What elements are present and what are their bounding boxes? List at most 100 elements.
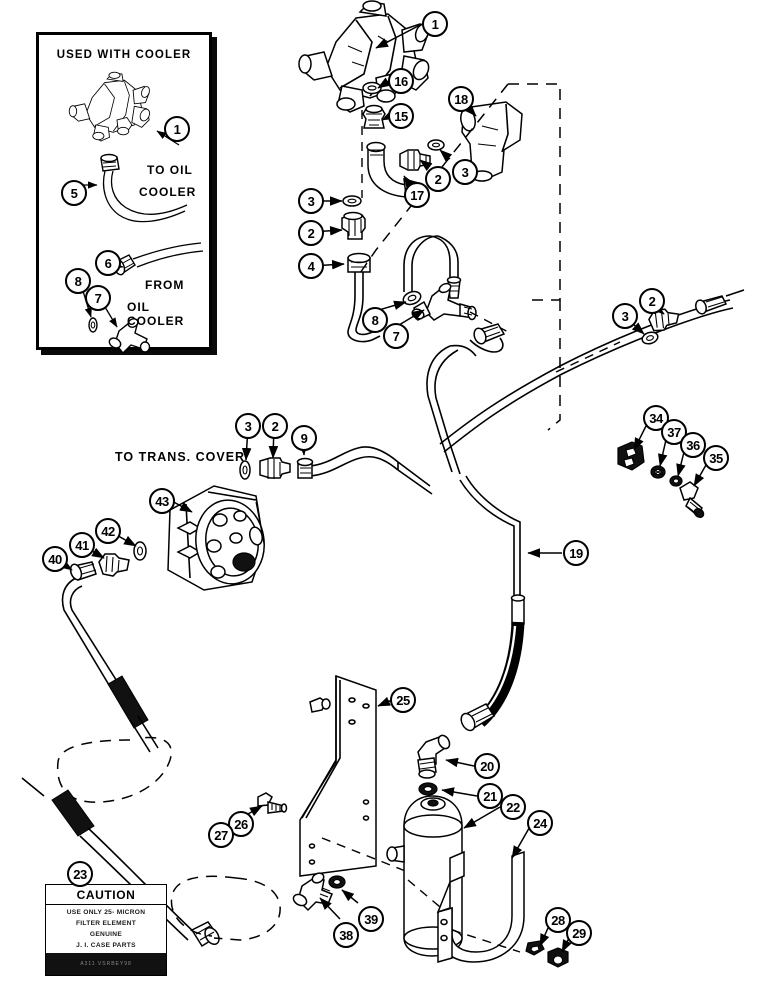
inset-from-label: FROM — [145, 278, 185, 292]
caution-part-number-bar: A311 VSRBEY98 — [46, 953, 166, 975]
align-dash-2 — [469, 311, 513, 335]
callout-8-inset-o-ring[interactable]: 8 — [65, 268, 91, 294]
callout-6-inset-hose-from-cooler[interactable]: 6 — [95, 250, 121, 276]
tube-upper-curve — [403, 235, 462, 299]
ref-dash-right — [508, 83, 561, 301]
connector-2-left — [341, 211, 366, 240]
o-ring-42 — [133, 541, 147, 561]
callout-18-manifold-tee[interactable]: 18 — [448, 86, 474, 112]
strap-ref-dash — [451, 929, 521, 953]
callout-1-inset-pump-valve[interactable]: 1 — [164, 116, 190, 142]
callout-20-elbow-fitting[interactable]: 20 — [474, 753, 500, 779]
callout-29-nut[interactable]: 29 — [566, 920, 592, 946]
callout-23-caution-decal[interactable]: 23 — [67, 861, 93, 887]
filter-ref-dash — [407, 879, 447, 913]
callout-1-hydraulic-pump-valve-body[interactable]: 1 — [422, 11, 448, 37]
lock-washer-37 — [650, 465, 666, 479]
callout-2-connector[interactable]: 2 — [639, 288, 665, 314]
o-ring-3-trans — [239, 460, 251, 480]
o-ring-3-right — [641, 331, 659, 345]
callout-27-lock-washer[interactable]: 27 — [208, 822, 234, 848]
tee-fitting-7 — [411, 282, 477, 322]
inset-oil-cooler-label: OIL COOLER — [127, 300, 185, 328]
mounting-bracket-25 — [299, 674, 409, 877]
callout-2-connector[interactable]: 2 — [298, 220, 324, 246]
long-tube-right — [439, 289, 745, 453]
inset-hose-6 — [112, 242, 204, 276]
connector-41 — [98, 553, 130, 577]
inset-cooler-label: COOLER — [139, 185, 197, 199]
callout-3-o-ring[interactable]: 3 — [612, 303, 638, 329]
caution-line-4: J. I. CASE PARTS — [76, 942, 136, 949]
lock-washer-28 — [525, 940, 545, 956]
to-trans-cover-label: TO TRANS. COVER — [115, 450, 246, 464]
o-ring-3-upper — [427, 139, 445, 151]
callout-3-o-ring[interactable]: 3 — [452, 159, 478, 185]
caution-line-3: GENUINE — [89, 931, 123, 938]
alt-route-dash-2 — [170, 875, 237, 937]
callout-9-tube-fitting[interactable]: 9 — [291, 425, 317, 451]
callout-2-connector[interactable]: 2 — [425, 166, 451, 192]
nut-29 — [547, 947, 569, 968]
align-dash-3 — [555, 341, 621, 373]
callout-25-mounting-bracket[interactable]: 25 — [390, 687, 416, 713]
inset-o-ring-8 — [88, 317, 98, 333]
o-ring-21 — [418, 782, 438, 796]
callout-38-elbow-fitting[interactable]: 38 — [333, 922, 359, 948]
callout-43-hydraulic-pump[interactable]: 43 — [149, 488, 175, 514]
alt-route-dash-3 — [213, 877, 281, 941]
o-ring-3-left — [342, 195, 362, 207]
tube-assembly-4 — [347, 252, 381, 343]
caution-heading: CAUTION — [46, 888, 166, 905]
inset-tee-7 — [108, 318, 151, 353]
callout-19-hose-assembly[interactable]: 19 — [563, 540, 589, 566]
hose-assembly-19 — [459, 475, 526, 732]
callout-16-o-ring[interactable]: 16 — [388, 68, 414, 94]
callout-40-tube-assembly[interactable]: 40 — [42, 546, 68, 572]
callout-41-connector[interactable]: 41 — [69, 532, 95, 558]
inset-title: USED WITH COOLER — [56, 49, 192, 61]
tube-assembly-40 — [61, 561, 159, 753]
inset-tube-5 — [100, 153, 188, 223]
center-tube-loop — [426, 323, 506, 475]
callout-39-o-ring[interactable]: 39 — [358, 906, 384, 932]
caution-decal: CAUTION USE ONLY 25- MICRON FILTER ELEME… — [45, 884, 167, 976]
callout-17-elbow-fitting[interactable]: 17 — [404, 182, 430, 208]
callout-42-o-ring[interactable]: 42 — [95, 518, 121, 544]
hydraulic-pump-43 — [167, 485, 265, 591]
callout-34-clamp[interactable]: 34 — [643, 405, 669, 431]
callout-7-tee-fitting[interactable]: 7 — [383, 323, 409, 349]
ref-dash-diag — [357, 83, 509, 277]
callout-35-cap-screw[interactable]: 35 — [703, 445, 729, 471]
callout-24-filter-strap[interactable]: 24 — [527, 810, 553, 836]
caution-line-1: USE ONLY 25- MICRON — [66, 909, 146, 916]
ref-dash-down — [547, 300, 561, 431]
filter-strap-24 — [436, 850, 525, 963]
tube-lower-left — [21, 777, 220, 948]
callout-21-o-ring[interactable]: 21 — [477, 783, 503, 809]
inset-to-oil-label: TO OIL — [147, 163, 193, 177]
callout-5-inset-tube-to-cooler[interactable]: 5 — [61, 180, 87, 206]
alt-route-dash-1 — [56, 736, 172, 803]
connector-2-trans — [259, 457, 291, 479]
callout-15-fitting[interactable]: 15 — [388, 103, 414, 129]
elbow-fitting-20 — [417, 734, 451, 779]
callout-3-o-ring[interactable]: 3 — [298, 188, 324, 214]
elbow-fitting-38 — [292, 872, 333, 912]
clamp-34 — [617, 441, 645, 471]
callout-7-inset-tee-fitting[interactable]: 7 — [85, 285, 111, 311]
callout-2-connector[interactable]: 2 — [262, 413, 288, 439]
callout-4-tube-assembly[interactable]: 4 — [298, 253, 324, 279]
cap-screw-35 — [679, 481, 705, 519]
inset-artwork: .i-fl{fill:#fff;stroke:#000;stroke-width… — [68, 71, 204, 353]
tube-9 — [296, 446, 433, 495]
fitting-15 — [362, 104, 386, 129]
callout-22-filter-canister[interactable]: 22 — [500, 794, 526, 820]
washer-36 — [669, 475, 683, 487]
callout-3-o-ring[interactable]: 3 — [235, 413, 261, 439]
cap-screw-26 — [257, 792, 288, 814]
o-ring-8 — [402, 290, 422, 306]
filter-canister-22 — [386, 795, 463, 957]
callout-36-washer[interactable]: 36 — [680, 432, 706, 458]
